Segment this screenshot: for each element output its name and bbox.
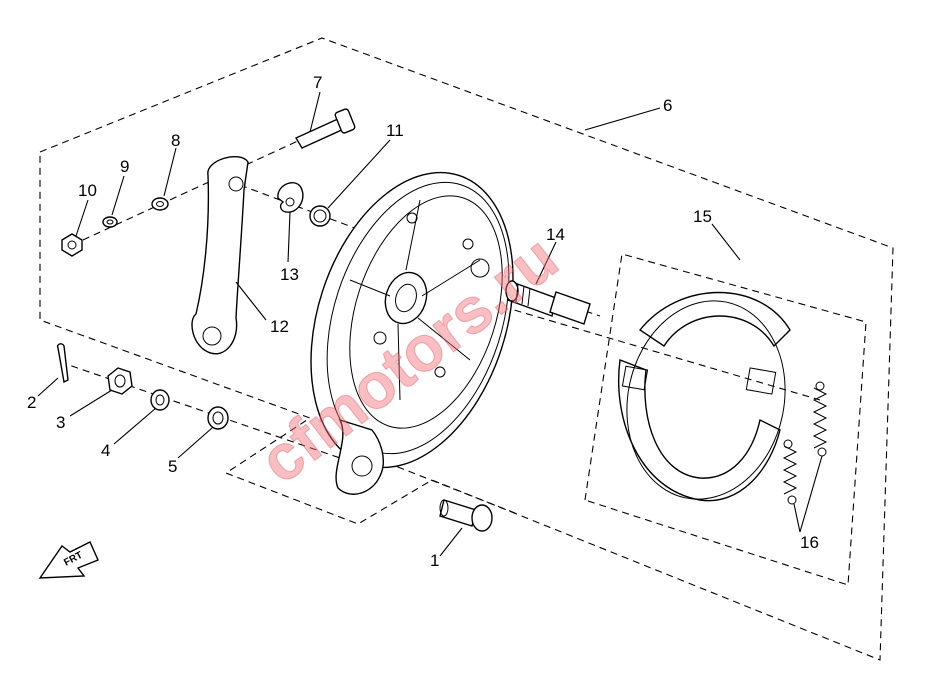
cam-14 [505,280,591,325]
callout-10: 10 [78,181,97,200]
callout-11: 11 [386,121,404,140]
brake-panel [310,171,514,495]
callout-4: 4 [101,441,110,460]
callout-16: 16 [800,533,819,552]
nut-10 [61,233,83,257]
callout-9: 9 [120,157,129,176]
washer-5 [207,406,229,430]
callout-1: 1 [430,551,439,570]
brake-arm-12 [191,156,249,355]
callout-14: 14 [546,225,565,244]
assembly-boundary-6 [39,37,894,661]
castle-nut-3 [107,367,133,395]
callout-8: 8 [171,131,180,150]
callout-2: 2 [27,393,36,412]
callout-3: 3 [56,413,65,432]
callout-12: 12 [270,317,289,336]
callout-6: 6 [663,96,672,115]
washer-4 [150,389,170,411]
cotter-pin-2 [56,343,69,384]
bolt-7 [294,108,356,149]
o-ring-11 [309,205,331,227]
callout-5: 5 [168,457,177,476]
callout-7: 7 [313,73,322,92]
wear-indicator-13 [277,181,304,213]
pin-1 [439,499,493,532]
callout-13: 13 [280,265,299,284]
washer-9 [102,216,118,228]
shoe-group-boundary-15 [584,253,867,586]
direction-arrow-icon: FRT [38,541,99,579]
washer-8 [151,197,169,211]
brake-shoes-15 [618,291,791,502]
callout-15: 15 [693,207,712,226]
leader-lines [37,91,823,557]
callout-labels: 1 2 3 4 5 6 7 8 9 10 11 12 13 14 15 16 [27,73,819,570]
